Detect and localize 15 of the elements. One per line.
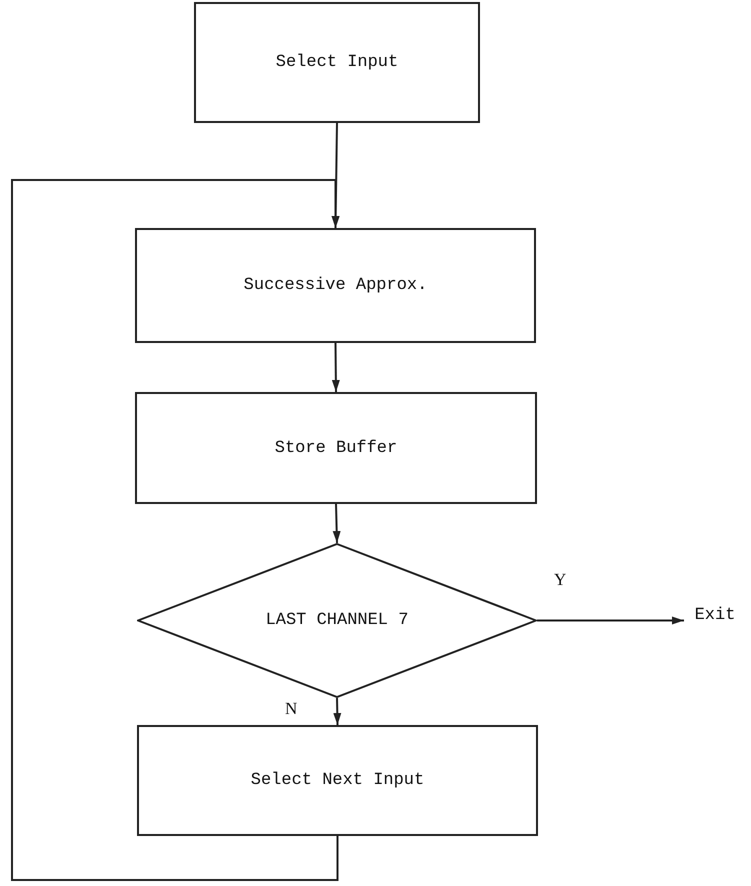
arrow <box>332 342 340 392</box>
arrow <box>333 698 342 726</box>
decision-text: LAST CHANNEL 7 <box>266 611 408 630</box>
node-text: Exit <box>694 606 736 624</box>
process-box <box>194 2 480 123</box>
arrow <box>11 179 340 881</box>
arrow <box>537 616 684 624</box>
process-box <box>135 392 537 504</box>
arrow <box>332 504 341 544</box>
process-box <box>135 228 536 343</box>
node-text: Successive Approx. <box>244 276 428 295</box>
process-box <box>137 725 538 836</box>
node-text: Select Input <box>276 53 398 72</box>
node-text: Store Buffer <box>274 438 398 458</box>
node-text: Select Next Input <box>250 771 424 790</box>
